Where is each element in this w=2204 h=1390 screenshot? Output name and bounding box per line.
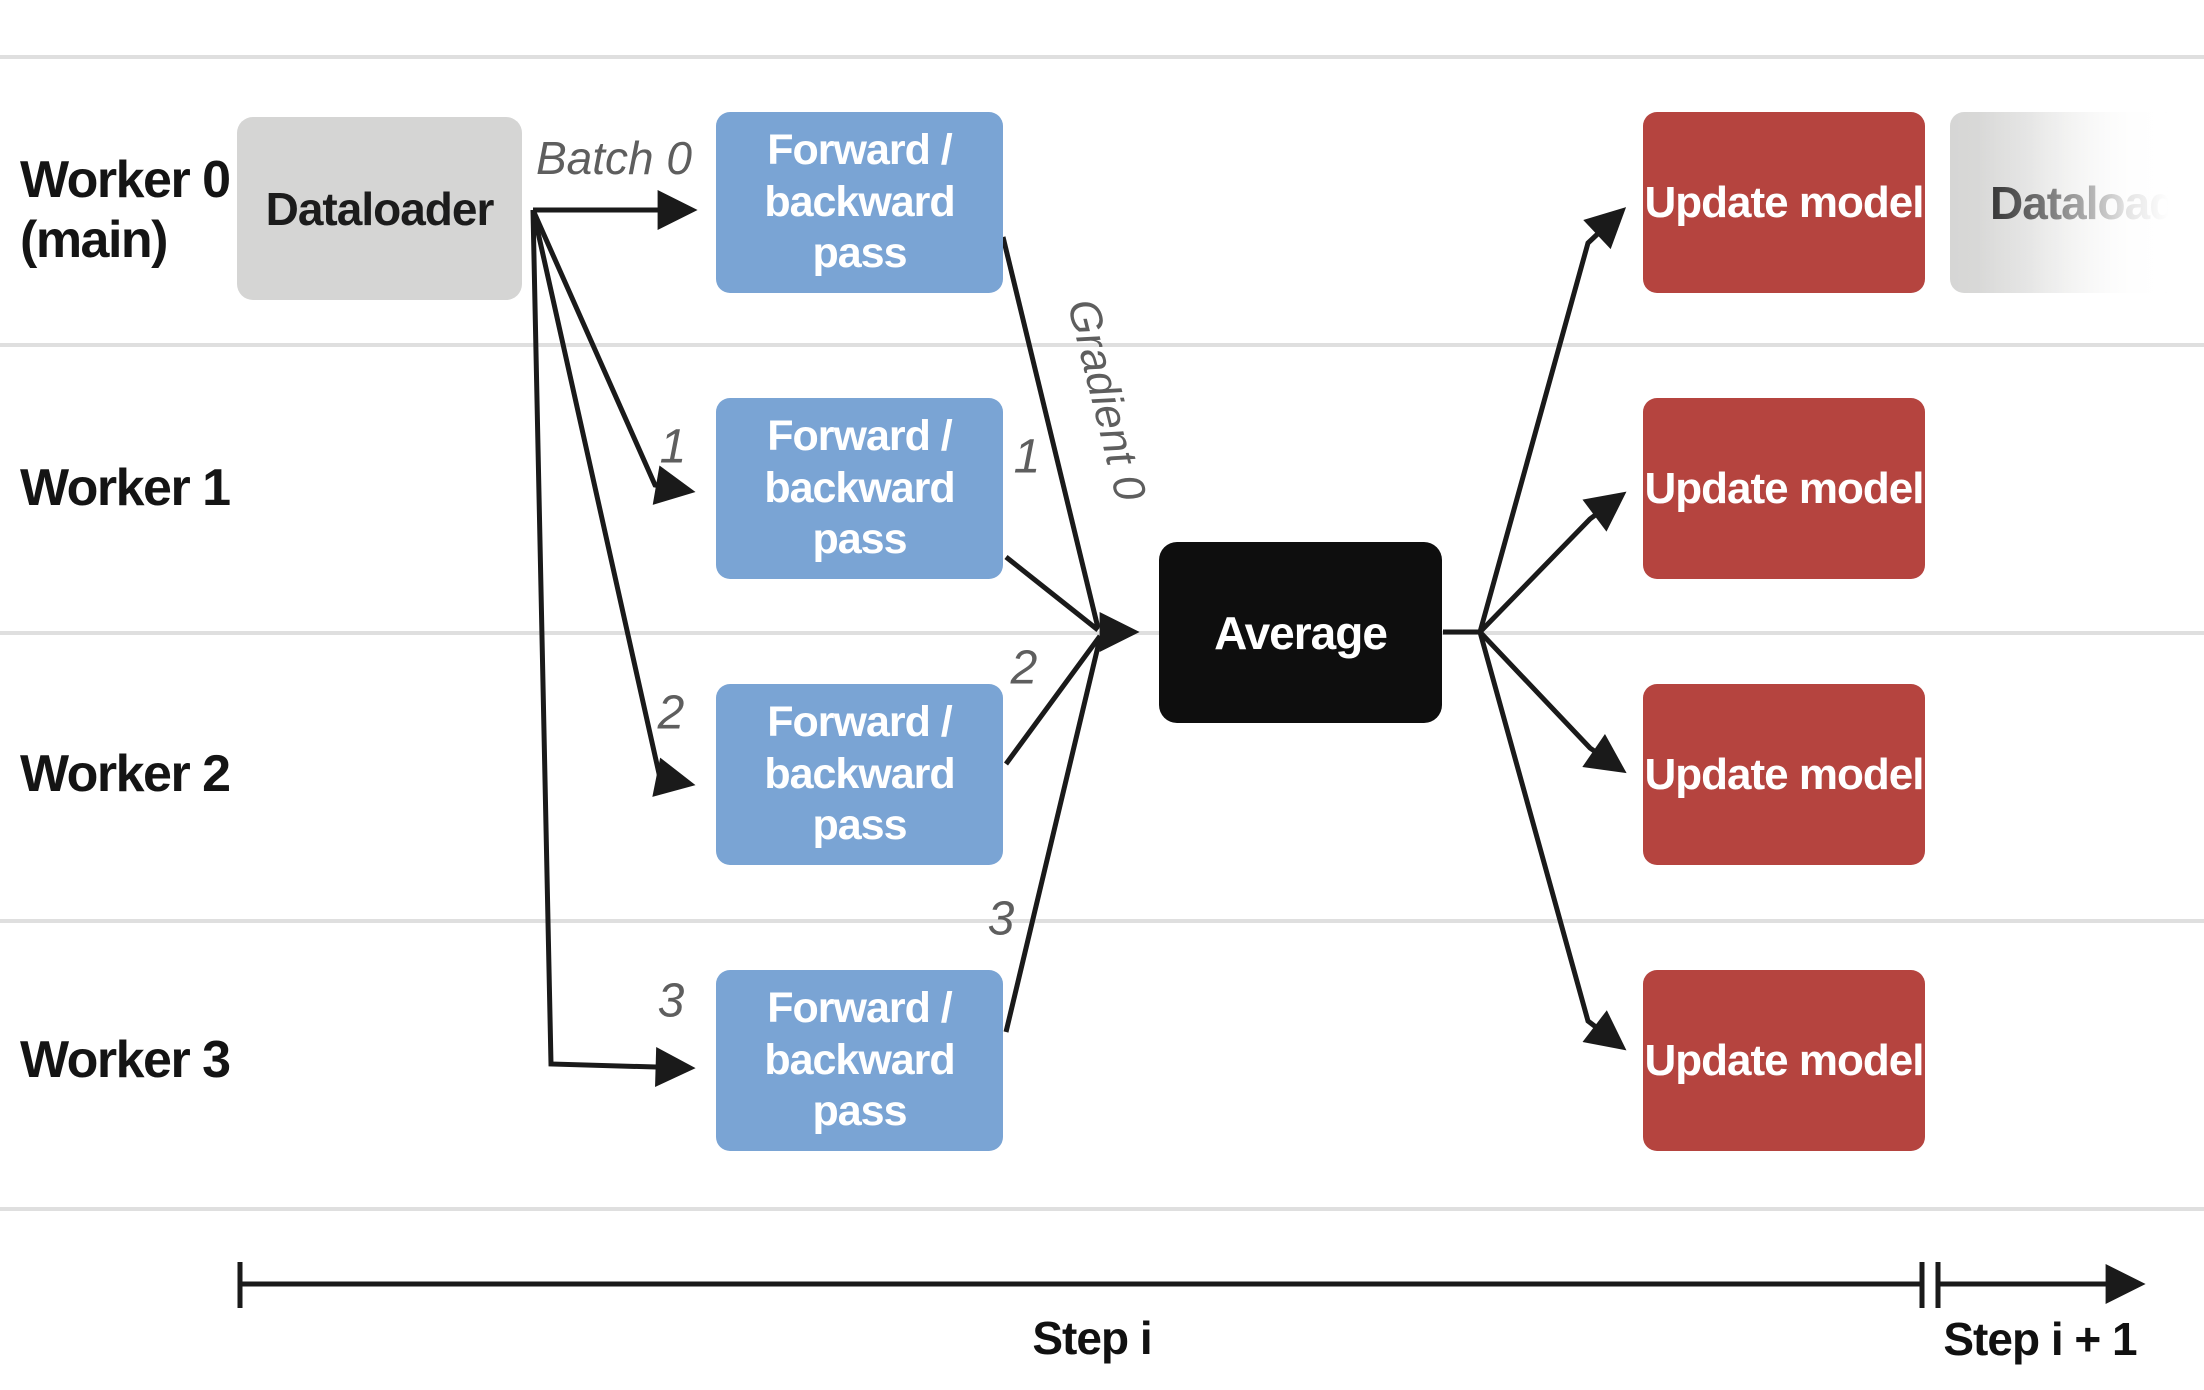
step-i-plus-1-label: Step i + 1	[1943, 1313, 2137, 1365]
worker-0-title: Worker 0	[20, 151, 231, 209]
average-box: Average	[1159, 542, 1442, 723]
batch-number-1: 1	[659, 420, 687, 474]
update-fanout-arrows	[1443, 207, 1627, 1051]
next-step-dataloader-box: Dataloader	[1950, 112, 2178, 293]
update-model-box-worker-0: Update model	[1643, 112, 1925, 293]
forward-label-line2: backward pass	[764, 749, 955, 850]
update-model-box-worker-1: Update model	[1643, 398, 1925, 579]
forward-backward-box-worker-3: Forward / backward pass	[716, 970, 1003, 1151]
update-model-box-worker-2: Update model	[1643, 684, 1925, 865]
gradient-number-1: 1	[1013, 430, 1041, 484]
forward-label-line1: Forward /	[767, 126, 953, 175]
batch-0-label: Batch 0	[536, 132, 692, 184]
gradient-fanin-lines	[1000, 236, 1140, 1033]
forward-label-line2: backward pass	[764, 177, 955, 278]
update-model-box-worker-3: Update model	[1643, 970, 1925, 1151]
timeline	[237, 1262, 2146, 1308]
forward-backward-box-worker-1: Forward / backward pass	[716, 398, 1003, 579]
worker-2-label: Worker 2	[20, 745, 231, 803]
next-step-dataloader-label: Dataloader	[1990, 176, 2178, 229]
forward-label-line2: backward pass	[764, 463, 955, 564]
worker-0-label: Worker 0 (main)	[20, 150, 231, 270]
forward-label-line2: backward pass	[764, 1035, 955, 1136]
dataloader-box: Dataloader	[237, 117, 522, 300]
batch-fanout-arrows	[530, 190, 698, 1088]
batch-number-3: 3	[657, 974, 685, 1028]
forward-backward-box-worker-2: Forward / backward pass	[716, 684, 1003, 865]
gradient-number-2: 2	[1010, 641, 1038, 695]
step-i-label: Step i	[1032, 1312, 1152, 1364]
batch-number-2: 2	[657, 686, 685, 740]
forward-label-line1: Forward /	[767, 984, 953, 1033]
gradient-number-3: 3	[987, 892, 1015, 946]
forward-backward-box-worker-0: Forward / backward pass	[716, 112, 1003, 293]
worker-0-subtitle: (main)	[20, 211, 168, 269]
worker-3-label: Worker 3	[20, 1031, 231, 1089]
forward-label-line1: Forward /	[767, 698, 953, 747]
forward-label-line1: Forward /	[767, 412, 953, 461]
worker-1-label: Worker 1	[20, 459, 231, 517]
